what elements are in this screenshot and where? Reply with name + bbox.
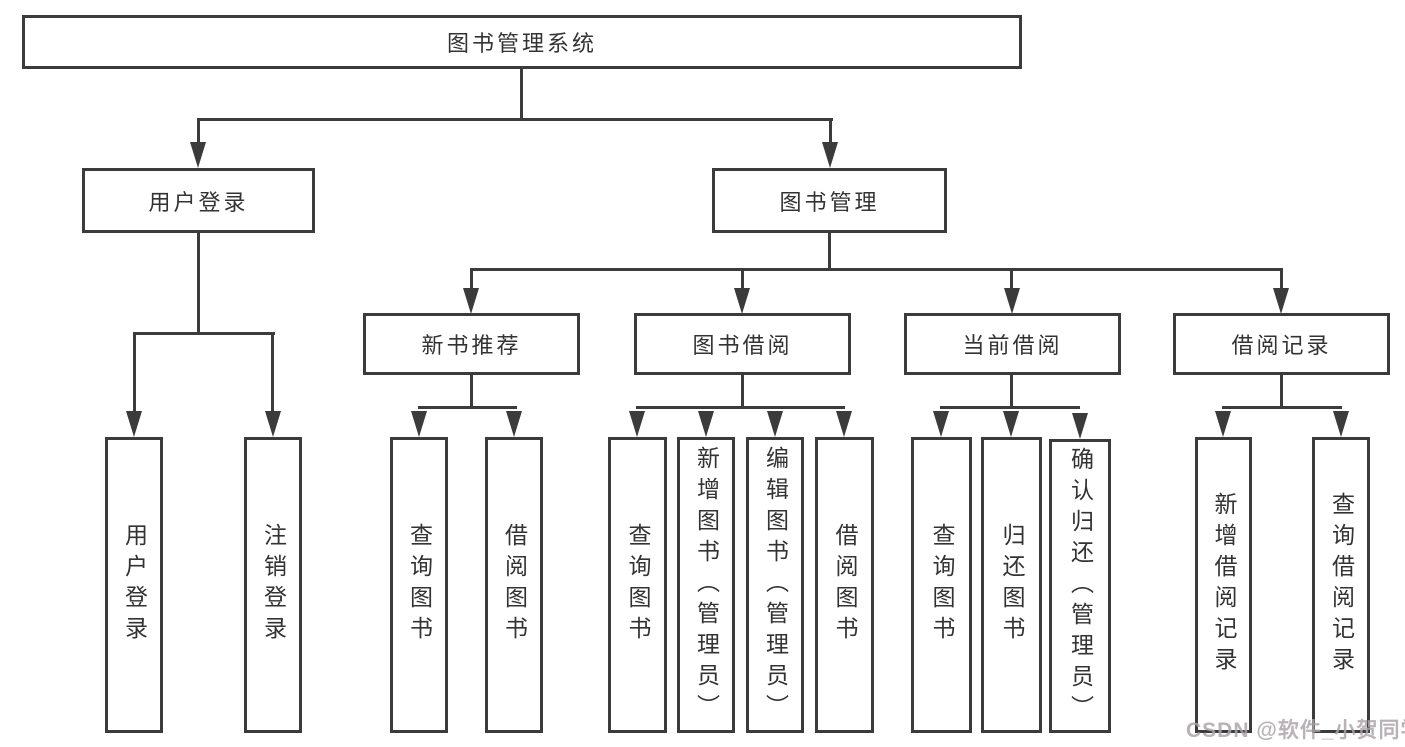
leaf-edit-book-admin: 编辑图书（管理员）	[746, 437, 804, 733]
arrowhead-down-icon	[463, 288, 479, 314]
leaf-borrow-books-recommend: 借阅图书	[485, 437, 543, 733]
arrowhead-down-icon	[698, 411, 714, 437]
connector-line	[470, 268, 473, 290]
connector-line	[828, 232, 831, 271]
node-label: 用户登录	[121, 523, 148, 647]
leaf-query-books-recommend: 查询图书	[390, 437, 448, 733]
node-user-login: 用户登录	[82, 168, 315, 233]
arrowhead-down-icon	[1004, 288, 1020, 314]
connector-line	[940, 406, 1080, 409]
arrowhead-down-icon	[767, 411, 783, 437]
arrowhead-down-icon	[1273, 288, 1289, 314]
arrowhead-down-icon	[933, 411, 949, 437]
node-label: 查询图书	[929, 523, 955, 647]
connector-line	[1280, 268, 1283, 290]
connector-line	[829, 118, 832, 144]
connector-line	[520, 69, 523, 120]
node-new-book-recommend: 新书推荐	[363, 313, 580, 375]
leaf-return-book: 归还图书	[981, 437, 1042, 733]
node-label: 确认归还（管理员）	[1067, 446, 1094, 726]
node-borrowing-records: 借阅记录	[1173, 313, 1390, 375]
node-label: 查询图书	[625, 523, 651, 647]
connector-line	[470, 375, 473, 408]
connector-line	[741, 375, 744, 408]
node-label: 新增借阅记录	[1211, 492, 1237, 678]
csdn-watermark: CSDN @软件_小贺同学	[1186, 719, 1405, 742]
connector-line	[1280, 375, 1283, 408]
connector-line	[197, 232, 200, 335]
node-label: 注销登录	[260, 523, 287, 647]
arrowhead-down-icon	[126, 411, 142, 437]
connector-line	[741, 268, 744, 290]
node-library-system: 图书管理系统	[22, 15, 1022, 69]
arrowhead-down-icon	[1215, 411, 1231, 437]
node-label: 编辑图书（管理员）	[762, 445, 789, 725]
node-book-borrowing: 图书借阅	[634, 313, 851, 375]
connector-line	[133, 332, 275, 335]
node-label: 图书借阅	[692, 333, 793, 358]
node-book-management: 图书管理	[712, 168, 947, 233]
leaf-add-book-admin: 新增图书（管理员）	[677, 437, 735, 733]
arrowhead-down-icon	[836, 411, 852, 437]
node-label: 借阅记录	[1231, 333, 1332, 358]
arrowhead-down-icon	[506, 411, 522, 437]
node-label: 查询借阅记录	[1328, 492, 1355, 678]
leaf-confirm-return-admin: 确认归还（管理员）	[1049, 439, 1111, 733]
connector-line	[470, 268, 1283, 271]
arrowhead-down-icon	[734, 288, 750, 314]
arrowhead-down-icon	[1333, 411, 1349, 437]
arrowhead-down-icon	[629, 411, 645, 437]
arrowhead-down-icon	[822, 142, 838, 168]
arrowhead-down-icon	[1072, 413, 1088, 439]
connector-line	[418, 406, 517, 409]
connector-line	[1010, 268, 1013, 290]
node-label: 图书管理系统	[446, 31, 597, 56]
node-label: 用户登录	[148, 189, 249, 215]
node-label: 借阅图书	[832, 523, 858, 647]
arrowhead-down-icon	[1003, 411, 1019, 437]
arrowhead-down-icon	[411, 411, 427, 437]
connector-line	[271, 332, 274, 413]
node-label: 当前借阅	[962, 333, 1063, 358]
leaf-query-books-current: 查询图书	[911, 437, 972, 733]
node-label: 查询图书	[406, 523, 433, 647]
arrowhead-down-icon	[190, 142, 206, 168]
node-current-borrowing: 当前借阅	[904, 313, 1121, 375]
leaf-logout: 注销登录	[244, 437, 302, 733]
leaf-query-books-borrowing: 查询图书	[608, 437, 667, 733]
leaf-add-borrow-record: 新增借阅记录	[1195, 437, 1252, 733]
node-label: 图书管理	[779, 189, 880, 215]
node-label: 归还图书	[999, 523, 1025, 647]
leaf-borrow-books: 借阅图书	[815, 437, 874, 733]
connector-line	[1010, 375, 1013, 408]
connector-line	[197, 118, 833, 121]
leaf-query-borrow-record: 查询借阅记录	[1312, 437, 1370, 733]
node-label: 借阅图书	[501, 523, 528, 647]
connector-line	[636, 406, 845, 409]
node-label: 新增图书（管理员）	[693, 445, 720, 725]
connector-line	[133, 332, 136, 413]
connector-line	[197, 118, 200, 144]
arrowhead-down-icon	[265, 411, 281, 437]
leaf-user-login: 用户登录	[105, 437, 163, 733]
connector-line	[1222, 406, 1342, 409]
node-label: 新书推荐	[421, 333, 522, 358]
